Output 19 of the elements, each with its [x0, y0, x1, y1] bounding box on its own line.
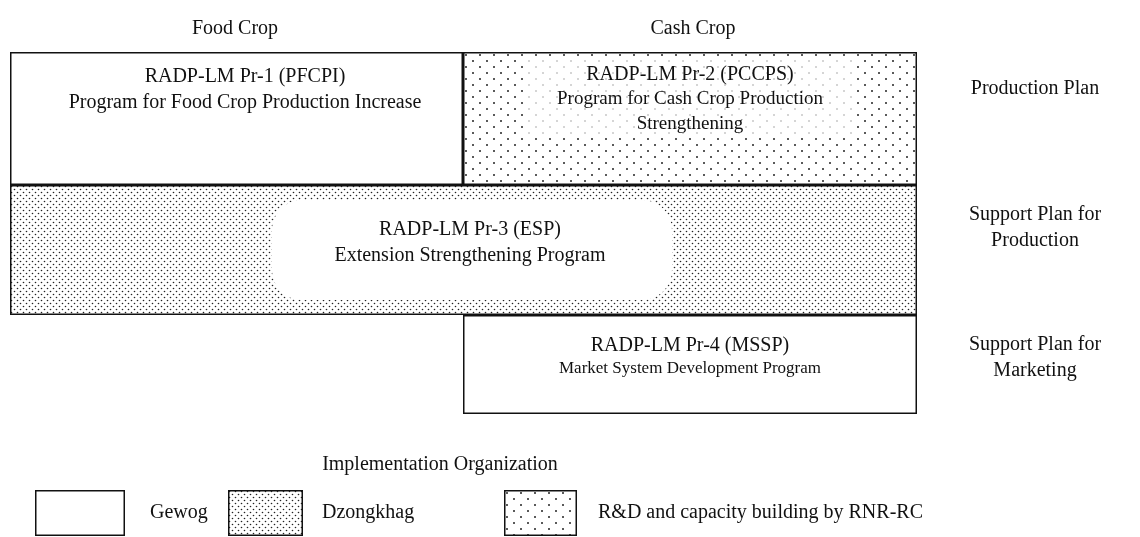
row-label: Support Plan for Marketing — [967, 331, 1103, 382]
program-title: RADP-LM Pr-3 (ESP) — [378, 216, 562, 241]
program-box — [10, 185, 917, 315]
program-name: Program for Food Crop Production Increase — [67, 89, 423, 114]
program-box — [463, 52, 917, 185]
legend-title: Implementation Organization — [321, 451, 559, 476]
program-box — [10, 52, 463, 185]
program-title: RADP-LM Pr-4 (MSSP) — [589, 332, 791, 357]
column-header: Food Crop — [190, 15, 280, 40]
row-label: Support Plan for Production — [967, 201, 1103, 252]
legend-label: Dzongkhag — [322, 500, 415, 523]
program-title: RADP-LM Pr-1 (PFCPI) — [143, 63, 347, 88]
program-name: Market System Development Program — [558, 357, 822, 379]
row-label: Production Plan — [969, 75, 1101, 100]
legend-label: R&D and capacity building by RNR-RC — [598, 500, 923, 523]
legend-label: Gewog — [150, 500, 208, 523]
program-box — [463, 315, 917, 414]
program-name: Extension Strengthening Program — [333, 242, 607, 267]
column-header: Cash Crop — [649, 15, 737, 40]
